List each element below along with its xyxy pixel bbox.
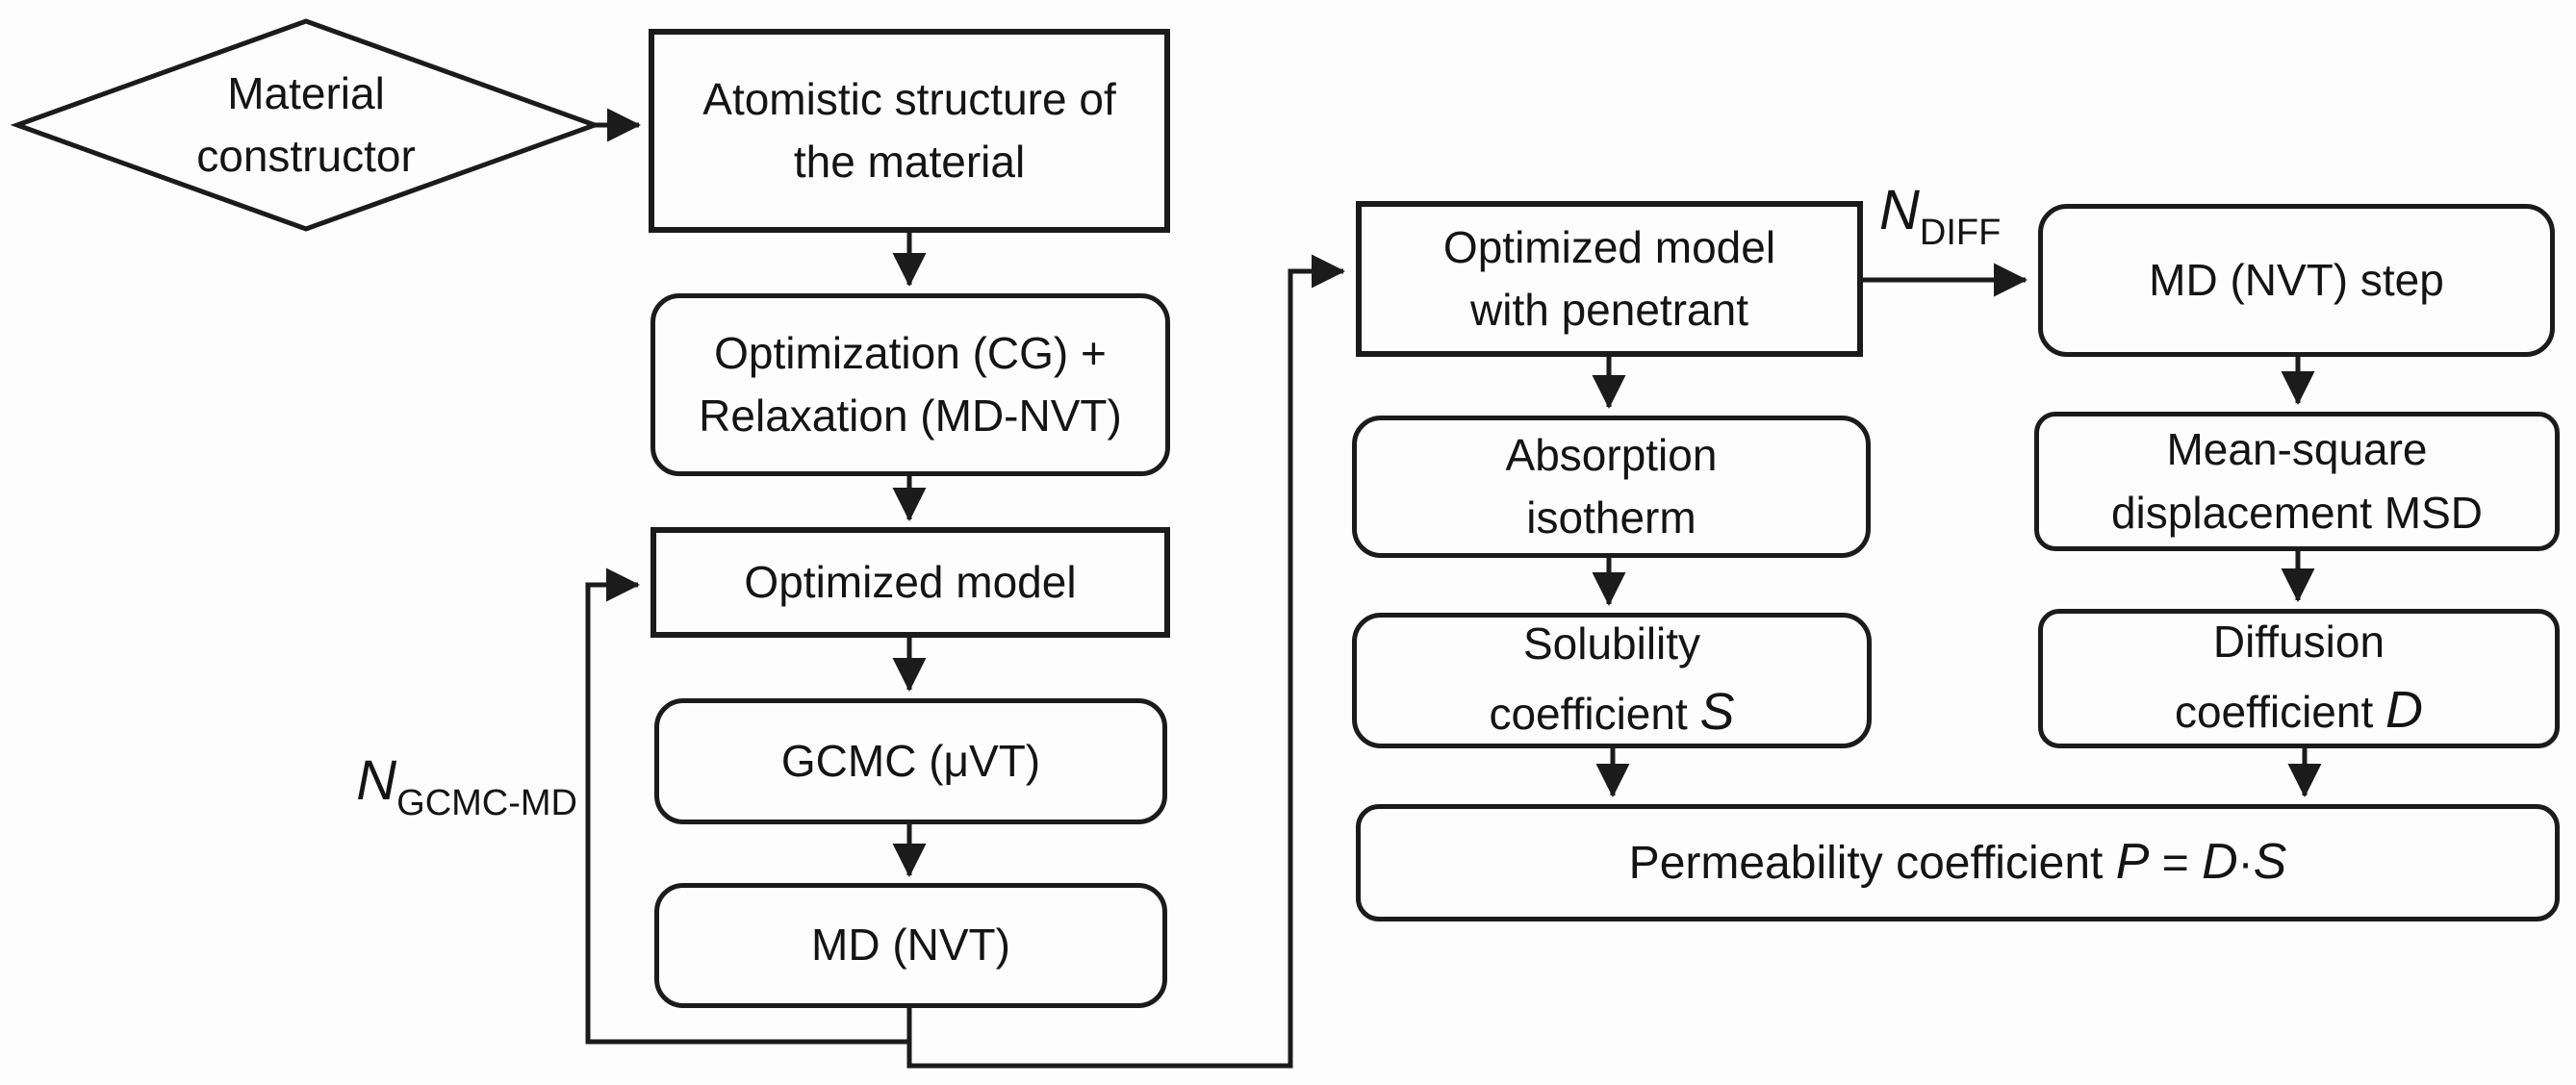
node-label-line: Absorption — [1505, 429, 1718, 480]
dot-operator: · — [2237, 838, 2254, 890]
node-label-line: MD (NVT) step — [2149, 254, 2444, 305]
node-label-line: Diffusion — [2212, 616, 2385, 667]
node-optimized-model: Optimized model — [650, 527, 1170, 638]
diffusion-symbol: D — [2385, 680, 2424, 739]
node-label-line: the material — [793, 137, 1026, 187]
node-label-line: Material — [227, 67, 385, 118]
node-label-line: Solubility — [1522, 618, 1701, 669]
node-label-line: GCMC (μVT) — [780, 735, 1041, 786]
node-diffusion-coefficient: Diffusion coefficient D — [2038, 609, 2560, 748]
node-solubility-coefficient: Solubility coefficient S — [1352, 613, 1872, 748]
n-symbol: N — [1879, 179, 1920, 241]
node-label-line: Permeability coefficient P = D·S — [1629, 827, 2287, 898]
node-label-text: Permeability coefficient — [1628, 838, 2116, 890]
diffusion-symbol: D — [2202, 834, 2238, 891]
node-label-line: constructor — [196, 131, 416, 181]
gcmc-md-cycle-count-label: NGCMC-MD — [337, 748, 577, 824]
node-label-line: Optimization (CG) + — [714, 327, 1107, 378]
node-label-text: coefficient — [1489, 688, 1700, 739]
node-label-line: Relaxation (MD-NVT) — [699, 391, 1122, 441]
node-label-text: coefficient — [2174, 686, 2386, 737]
node-label-line: coefficient S — [1489, 675, 1734, 749]
diff-count-label: NDIFF — [1879, 178, 2072, 254]
n-subscript: DIFF — [1919, 213, 2002, 253]
connector-md-nvt-to-penetrant-model — [906, 254, 1346, 1069]
loop-md-nvt-to-optimized-model — [585, 568, 912, 1045]
node-label-line: coefficient D — [2175, 673, 2423, 747]
node-label-line: with penetrant — [1470, 285, 1748, 335]
node-label-line: Optimized model — [1442, 221, 1776, 272]
n-symbol: N — [356, 749, 397, 812]
node-md-nvt: MD (NVT) — [654, 883, 1167, 1008]
node-gcmc: GCMC (μVT) — [654, 698, 1167, 824]
node-label-line: Mean-square — [2166, 424, 2428, 475]
node-label-line: Atomistic structure of — [702, 73, 1116, 124]
node-permeability-coefficient: Permeability coefficient P = D·S — [1356, 804, 2560, 921]
permeability-symbol: P — [2115, 834, 2150, 891]
node-optimization-relaxation: Optimization (CG) + Relaxation (MD-NVT) — [650, 293, 1170, 476]
solubility-symbol: S — [1699, 682, 1735, 741]
node-optimized-model-with-penetrant: Optimized model with penetrant — [1356, 201, 1863, 357]
node-label-line: displacement MSD — [2110, 487, 2484, 538]
node-mean-square-displacement: Mean-square displacement MSD — [2034, 412, 2560, 551]
node-atomistic-structure: Atomistic structure of the material — [649, 29, 1170, 233]
node-label-line: MD (NVT) — [811, 920, 1010, 971]
node-absorption-isotherm: Absorption isotherm — [1352, 416, 1871, 558]
node-label-line: Optimized model — [744, 556, 1077, 607]
solubility-symbol: S — [2253, 834, 2287, 891]
node-md-nvt-step: MD (NVT) step — [2038, 204, 2555, 357]
n-subscript: GCMC-MD — [396, 783, 577, 823]
node-label-line: isotherm — [1526, 492, 1696, 542]
equals-sign: = — [2149, 838, 2203, 890]
node-material-constructor: Material constructor — [17, 21, 595, 229]
